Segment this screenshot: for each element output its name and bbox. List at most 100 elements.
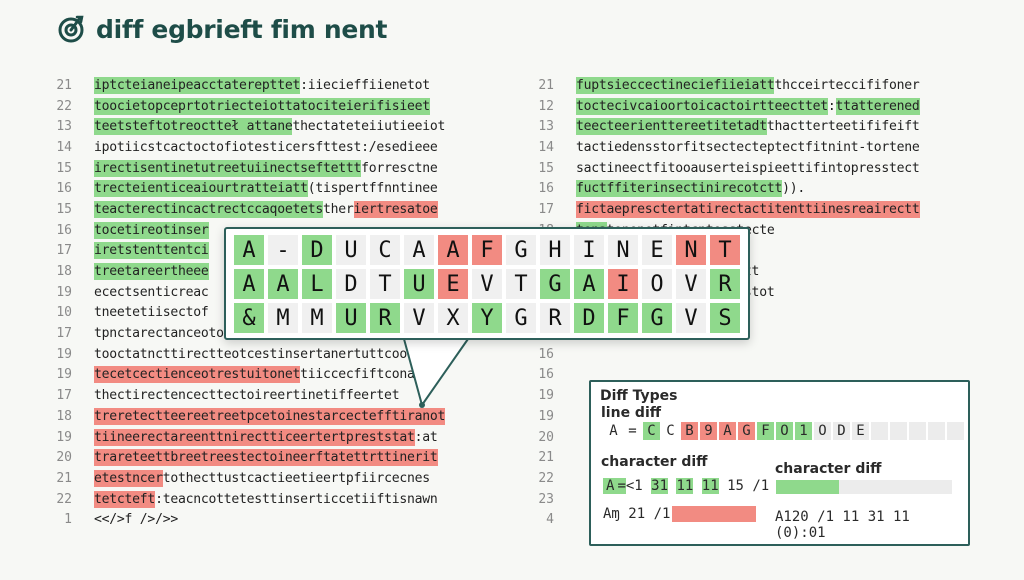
line-number: 21: [56, 470, 72, 486]
char-diff-sample: A = <1 31 11 11 15 /1: [603, 478, 769, 494]
unchanged-segment: ipotiicstcactoctofiotesticersfttest:/ese…: [94, 139, 438, 155]
removed-sample: Aɱ 21 /1: [603, 506, 757, 522]
zoom-char-cell: X: [438, 303, 468, 333]
sample-cell: 31: [651, 478, 669, 494]
code-line[interactable]: 22: [530, 468, 970, 489]
sample-cell: =: [617, 478, 626, 494]
removed-segment: etestncer: [94, 469, 163, 487]
code-text: teetsteftotreoctteł attanethectateteiiut…: [94, 118, 446, 136]
line-diff-label: line diff: [601, 405, 662, 421]
code-text: tecetcectienceotrestuitonettiiccecfiftco…: [94, 366, 438, 384]
code-line[interactable]: 4: [530, 509, 970, 530]
zoom-char-cell: F: [472, 235, 502, 265]
removed-bar: [672, 506, 757, 522]
unchanged-segment: tneetetiisectof: [94, 305, 209, 321]
unchanged-segment: ecectsenticreac: [94, 284, 209, 300]
added-segment: ttatterened: [835, 97, 920, 115]
code-line[interactable]: 19: [530, 385, 970, 406]
unchanged-segment: tactiedensstorfitsectecteptectfitnint-to…: [576, 139, 920, 155]
zoom-char-cell: H: [540, 235, 570, 265]
zoom-char-cell: R: [710, 269, 740, 299]
code-line[interactable]: 23: [530, 489, 970, 510]
code-line[interactable]: 16: [530, 344, 970, 365]
code-text: tiineerectareenttnirectticeertertprestst…: [94, 428, 438, 446]
unchanged-segment: tiiccecfiftconadur: [300, 367, 438, 383]
removed-segment: tiineerectareenttnirectticeertertprestst…: [94, 428, 415, 446]
zoom-char-cell: A: [234, 235, 264, 265]
added-segment: teecteerienttereetitetadt: [576, 118, 767, 136]
code-text: <</>f />/>>: [94, 512, 178, 527]
code-line[interactable]: 18 treretectteereetreetpcetoinestarcectef…: [40, 406, 490, 427]
unchanged-segment: thectateteiiutieeiot: [292, 119, 446, 135]
line-number: 16: [538, 367, 554, 383]
zoom-char-cell: A: [574, 269, 604, 299]
zoom-char-cell: R: [540, 303, 570, 333]
left-diff-pane[interactable]: 21 iptcteianeipeacctaterepttet:iiecieffii…: [40, 75, 490, 530]
code-text: teacterectincactrectccaqoetetstheriertre…: [94, 200, 438, 218]
added-segment: fuctffiterinsectinirecotctt: [576, 180, 783, 198]
legend-char-cell: A: [719, 422, 736, 440]
spiral-target-icon: [58, 15, 84, 43]
line-number: 13: [56, 119, 72, 135]
removed-segment: iertresatoe: [353, 200, 438, 218]
zoom-char-cell: D: [302, 235, 332, 265]
added-segment: treetareertheee: [94, 263, 209, 281]
code-text: treetareertheee: [94, 263, 209, 281]
code-line[interactable]: 1<</>f />/>>: [40, 509, 490, 530]
line-number: 18: [56, 408, 72, 424]
zoom-char-cell: A: [438, 235, 468, 265]
code-line[interactable]: 13 teetsteftotreoctteł attanethectateteii…: [40, 116, 490, 137]
legend-char-cell: C: [643, 422, 660, 440]
legend-char-cell: B: [681, 422, 698, 440]
line-number: 17: [538, 201, 554, 217]
added-segment: iptcteianeipeacctaterepttet: [94, 76, 301, 94]
removed-segment: treretectteereetreetpcetoinestarcectefft…: [94, 407, 446, 425]
code-line[interactable]: 21: [530, 447, 970, 468]
code-line[interactable]: 20: [530, 427, 970, 448]
sample-cell: Aɱ: [603, 506, 620, 522]
line-number: 15: [56, 160, 72, 176]
line-number: 16: [56, 222, 72, 238]
code-line[interactable]: 19: [530, 406, 970, 427]
unchanged-segment: :at: [414, 429, 438, 445]
line-number: 17: [56, 326, 72, 342]
code-line[interactable]: 16: [530, 365, 970, 386]
zoom-char-cell: D: [336, 269, 366, 299]
char-diff-label-left: character diff: [601, 454, 708, 470]
zoom-char-cell: A: [234, 269, 264, 299]
line-number: 16: [56, 181, 72, 197]
legend-char-cell: [947, 422, 964, 440]
app-header: diff egbrieft fim nent: [56, 10, 387, 48]
code-text: iptcteianeipeacctaterepttet:iiecieffiien…: [94, 76, 430, 94]
zoom-char-cell: &: [234, 303, 264, 333]
added-segment: trecteienticeaiourtratteiatt: [94, 180, 308, 198]
sample-cell: /1: [653, 506, 671, 522]
